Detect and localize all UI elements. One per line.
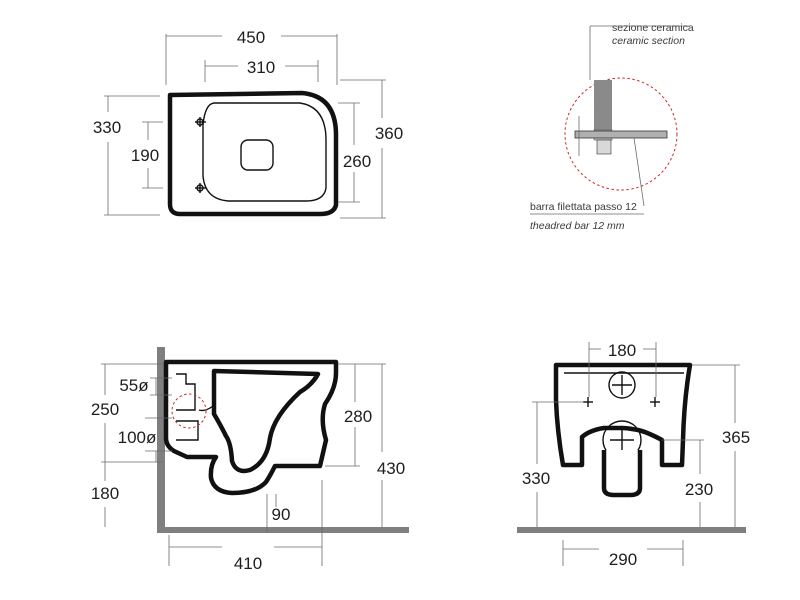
dim-330-back: 330 [522, 469, 550, 488]
fixing-hole-upper [195, 117, 206, 127]
fixing-detail: sezione ceramica ceramic section barra f… [530, 22, 694, 232]
dim-410: 410 [234, 554, 262, 573]
label-sezione-ceramica: sezione ceramica [612, 22, 694, 34]
dim-100-diameter: 100ø [118, 428, 157, 447]
side-view-bowl-inner [211, 368, 321, 474]
dim-310: 310 [247, 58, 275, 77]
back-outlet-neck [601, 450, 643, 498]
label-ceramic-section: ceramic section [612, 35, 685, 47]
dim-360: 360 [375, 124, 403, 143]
dim-250: 250 [91, 400, 119, 419]
detail-circle [564, 77, 678, 191]
side-view: 250 55ø 100ø 180 280 430 90 410 [91, 347, 409, 573]
back-fixing-hole-left [583, 397, 593, 407]
back-view-bowl-outline [553, 362, 693, 468]
dim-180-side: 180 [91, 484, 119, 503]
back-inlet-upper [608, 371, 636, 399]
ceramic-section-block [594, 80, 612, 130]
label-barra-filettata: barra filettata passo 12 [530, 201, 637, 213]
dim-330-top: 330 [93, 118, 121, 137]
label-threaded-bar: theadred bar 12 mm [530, 220, 625, 232]
dim-55-diameter: 55ø [119, 376, 148, 395]
dim-180-back: 180 [608, 341, 636, 360]
top-view-bowl-outline [167, 90, 339, 217]
dim-190: 190 [131, 146, 159, 165]
dim-430: 430 [377, 459, 405, 478]
side-detail-circle [171, 393, 207, 429]
back-fixing-hole-right [650, 397, 660, 407]
dim-230: 230 [685, 480, 713, 499]
side-wall [157, 347, 165, 533]
back-floor [517, 527, 746, 533]
back-view: 180 330 365 230 290 [517, 341, 750, 569]
dim-260: 260 [343, 152, 371, 171]
fixing-hole-lower [195, 183, 206, 193]
top-view-rim-inner [202, 102, 327, 202]
top-view-outlet-square [240, 139, 274, 171]
threaded-bar [574, 130, 668, 139]
top-view: 450 310 330 190 360 260 [93, 28, 403, 219]
side-floor [157, 527, 409, 533]
dim-450: 450 [237, 28, 265, 47]
dim-280: 280 [344, 407, 372, 426]
dim-290: 290 [609, 550, 637, 569]
dim-365: 365 [722, 428, 750, 447]
dim-90: 90 [272, 505, 291, 524]
